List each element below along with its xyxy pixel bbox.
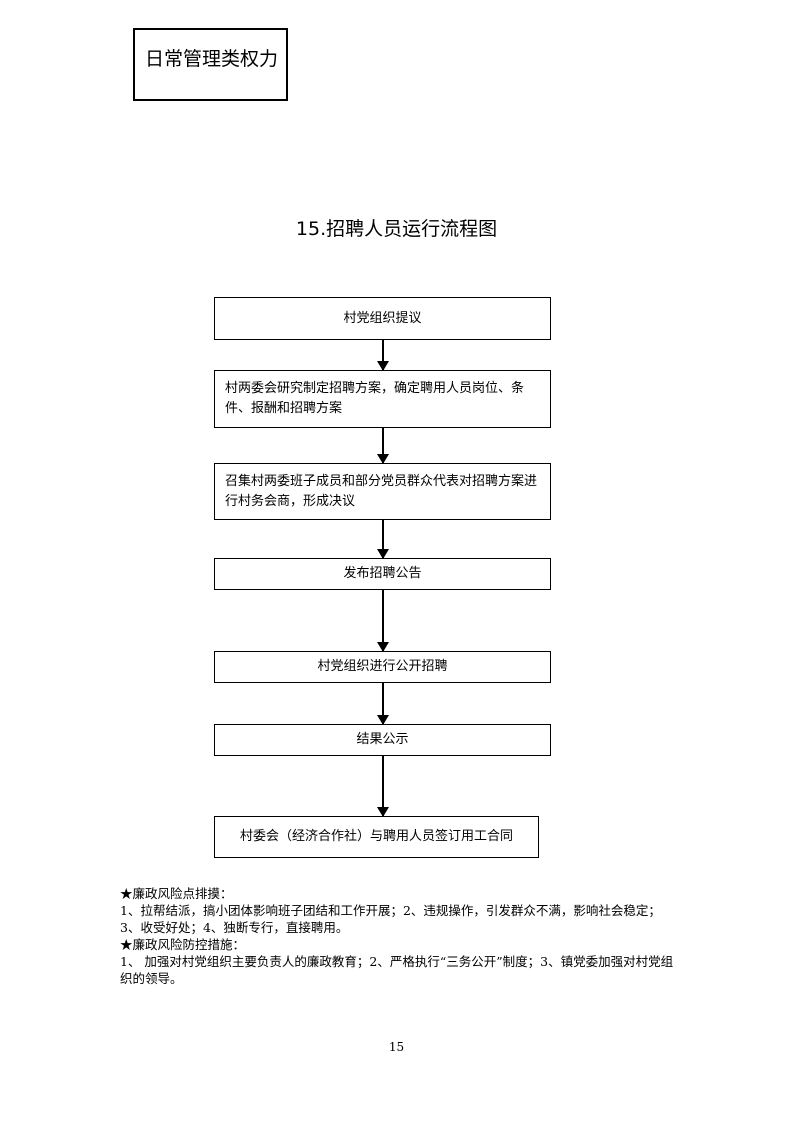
control-text: 1、 加强对村党组织主要负责人的廉政教育；2、严格执行“三务公开”制度；3、镇党…: [120, 954, 674, 986]
risk-notes: ★廉政风险点排摸： 1、拉帮结派，搞小团体影响班子团结和工作开展；2、违规操作，…: [120, 885, 680, 987]
arrow-2: [377, 428, 389, 464]
category-box: 日常管理类权力: [133, 28, 288, 101]
step-3: 召集村两委班子成员和部分党员群众代表对招聘方案进行村务会商，形成决议: [214, 463, 551, 520]
control-title: ★廉政风险防控措施：: [120, 937, 246, 952]
page-number: 15: [388, 1040, 405, 1054]
arrow-1: [377, 340, 389, 371]
arrow-6: [377, 756, 389, 817]
arrow-3: [377, 520, 389, 559]
step-4: 发布招聘公告: [214, 558, 551, 590]
step-1: 村党组织提议: [214, 297, 551, 340]
risk-title: ★廉政风险点排摸：: [120, 886, 233, 901]
arrow-5: [377, 683, 389, 725]
risk-text: 1、拉帮结派，搞小团体影响班子团结和工作开展；2、违规操作，引发群众不满，影响社…: [120, 903, 661, 935]
category-title: 日常管理类权力: [145, 48, 279, 70]
arrow-4: [377, 590, 389, 652]
step-2: 村两委会研究制定招聘方案，确定聘用人员岗位、条件、报酬和招聘方案: [214, 370, 551, 428]
step-7: 村委会（经济合作社）与聘用人员签订用工合同: [214, 816, 539, 858]
step-5: 村党组织进行公开招聘: [214, 651, 551, 683]
step-6: 结果公示: [214, 724, 551, 756]
flowchart-title: 15.招聘人员运行流程图: [295, 218, 498, 240]
